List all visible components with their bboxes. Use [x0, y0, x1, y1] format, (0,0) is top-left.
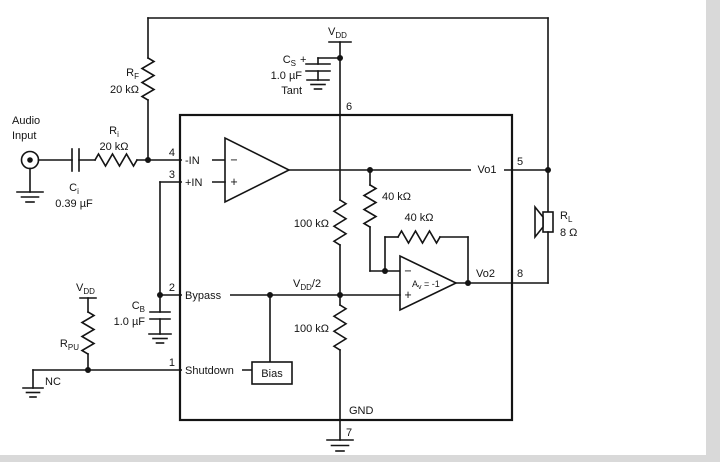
cs-type: Tant	[281, 85, 302, 97]
vdd-label: VDD	[328, 26, 347, 40]
divider-network: 100 kΩ 100 kΩ GND	[294, 198, 374, 452]
pin-number-5: 5	[517, 156, 523, 168]
label-mask	[471, 163, 504, 176]
bias-label: Bias	[261, 368, 283, 380]
inverter-network: 40 kΩ 40 kΩ − + Av = -1 Vo2	[362, 169, 549, 312]
noninverting-input-sign: +	[404, 288, 411, 302]
pin-number-1: 1	[169, 357, 175, 369]
bypass-label: Bypass	[185, 290, 222, 302]
r100k-lower-value: 100 kΩ	[294, 323, 329, 335]
ground-icon	[326, 439, 354, 452]
op-amp-triangle	[399, 254, 458, 312]
pin-number-3: 3	[169, 169, 175, 181]
gain-label: Av = -1	[412, 279, 440, 291]
rf-value: 20 kΩ	[110, 84, 139, 96]
speaker-load: RL 8 Ω	[534, 169, 577, 284]
ri-label: Ri	[109, 125, 119, 139]
op-amp-1: − +	[224, 136, 291, 204]
noninverting-input-sign: +	[230, 175, 237, 189]
ground-icon	[306, 79, 330, 90]
resistor-rpu	[80, 310, 96, 356]
resistor-40k-feedback	[396, 229, 442, 245]
ground-icon	[148, 333, 172, 344]
capacitor-cb	[149, 311, 171, 320]
audio-input-label: Audio	[12, 115, 40, 127]
pin-number-6: 6	[346, 101, 352, 113]
op-amp-triangle	[224, 136, 291, 204]
audio-input-label: Input	[12, 130, 36, 142]
pin-number-4: 4	[169, 147, 175, 159]
cb-label: CB	[132, 300, 145, 314]
junction-dot	[337, 292, 343, 298]
label-mask	[182, 154, 212, 166]
speaker-icon	[542, 211, 554, 233]
pin-number-2: 2	[169, 282, 175, 294]
nc-label: NC	[45, 376, 61, 388]
bias-block	[251, 361, 293, 385]
resistor-100k-upper	[332, 198, 348, 247]
op-amp-2: − + Av = -1	[399, 254, 458, 312]
input-network: Audio Input Ci 0.39 µF Ri 20 kΩ	[12, 115, 226, 210]
label-mask	[182, 289, 230, 301]
r40k-input-value: 40 kΩ	[382, 191, 411, 203]
window-edge-bottom	[0, 455, 720, 462]
supply-network: VDD CS + 1.0 µF Tant	[271, 26, 352, 201]
resistor-40k-input	[362, 183, 378, 229]
pos-in-label: +IN	[185, 177, 202, 189]
window-edge-right	[706, 0, 720, 462]
inverting-input-sign: −	[230, 153, 237, 167]
ri-value: 20 kΩ	[99, 141, 128, 153]
ci-value: 0.39 µF	[55, 198, 93, 210]
r40k-feedback-value: 40 kΩ	[404, 212, 433, 224]
ic-body-outline	[178, 113, 514, 422]
junction-dot	[465, 280, 471, 286]
resistor-100k-lower	[332, 303, 348, 352]
vdd-label: VDD	[76, 282, 95, 296]
gnd-label: GND	[349, 405, 374, 417]
feedback-network: RF 20 kΩ	[110, 17, 549, 171]
rpu-label: RPU	[60, 338, 79, 352]
vo1-label: Vo1	[478, 164, 497, 176]
rl-value: 8 Ω	[560, 227, 577, 239]
junction-dot	[145, 157, 151, 163]
vo1-net: Vo1	[288, 163, 551, 176]
pin-name-labels: -IN +IN Bypass Shutdown	[182, 154, 242, 377]
resistor-ri	[93, 152, 139, 168]
junction-dot	[267, 292, 273, 298]
r100k-upper-value: 100 kΩ	[294, 218, 329, 230]
pin-numbers: 4 3 2 1 5 6 7 8	[169, 101, 523, 439]
inverting-input-sign: −	[404, 264, 411, 278]
label-mask	[182, 364, 242, 376]
vdd2-label: VDD/2	[293, 278, 321, 292]
rf-label: RF	[126, 67, 139, 81]
label-mask	[182, 176, 212, 188]
ground-icon	[22, 387, 44, 398]
capacitor-ci	[71, 148, 80, 172]
pin-number-8: 8	[517, 268, 523, 280]
shutdown-network: VDD RPU NC Bias	[22, 282, 293, 398]
vo2-label: Vo2	[476, 268, 495, 280]
capacitor-cs	[305, 63, 331, 72]
ground-icon	[16, 191, 44, 203]
ci-label: Ci	[69, 182, 79, 196]
cs-value: 1.0 µF	[271, 70, 303, 82]
cs-polarity: +	[300, 54, 306, 66]
shutdown-label: Shutdown	[185, 365, 234, 377]
neg-in-label: -IN	[185, 155, 200, 167]
cs-label: CS	[283, 54, 296, 68]
audio-jack-pin	[27, 157, 33, 163]
resistor-rf	[140, 56, 156, 102]
rl-label: RL	[560, 210, 573, 224]
bypass-network: CB 1.0 µF VDD/2	[114, 181, 401, 363]
pin-number-7: 7	[346, 427, 352, 439]
speaker-cone-icon	[534, 204, 544, 240]
cb-value: 1.0 µF	[114, 316, 146, 328]
junction-dot	[85, 367, 91, 373]
